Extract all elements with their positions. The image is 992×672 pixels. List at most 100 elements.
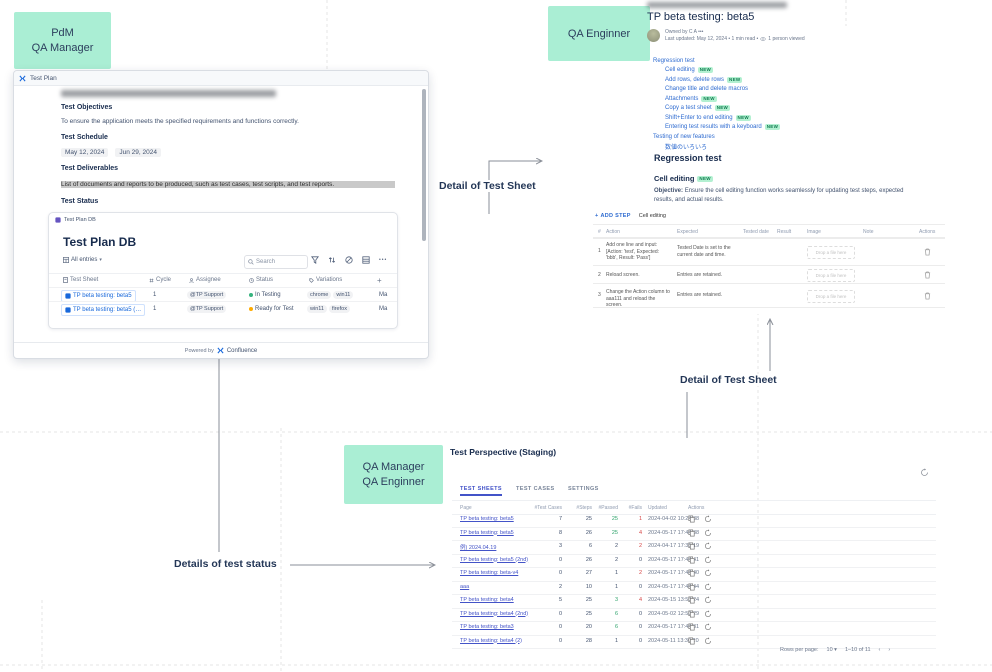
copy-icon[interactable] <box>688 583 695 591</box>
test-plan-window: Test Plan Test Objectives To ensure the … <box>13 70 429 359</box>
page-link[interactable]: TP beta testing: beta5 <box>460 529 514 536</box>
role-line: PdM <box>51 27 74 39</box>
sheet-name: Cell editing <box>638 213 666 219</box>
scrollbar[interactable] <box>422 89 426 241</box>
trash-icon[interactable] <box>924 248 931 256</box>
page-link[interactable]: TP beta testing: beta5 (2nd) <box>460 556 529 563</box>
toc-link[interactable]: 数値のいろいろ <box>665 144 708 151</box>
col-test-cases[interactable]: #Test Cases <box>534 505 562 511</box>
confluence-icon <box>19 75 26 81</box>
more-options-button[interactable]: ••• <box>379 257 388 263</box>
add-column-button[interactable]: + <box>377 276 382 285</box>
page-link[interactable]: TP beta testing: beta3 <box>460 624 514 630</box>
page-link[interactable]: TP beta testing: beta4 (2) <box>460 637 522 644</box>
prev-page-button[interactable]: ‹ <box>878 647 881 653</box>
step-action: Add one line and input: [Action: 'test',… <box>606 242 660 261</box>
toc-link[interactable]: Add rows, delete rows <box>665 76 725 83</box>
col-page[interactable]: Page <box>460 505 472 511</box>
column-test-sheet[interactable]: Test Sheet <box>63 277 98 283</box>
toc-link[interactable]: Attachments <box>665 95 699 102</box>
step-num: 1 <box>598 248 601 254</box>
column-status[interactable]: Status <box>249 277 273 283</box>
clock-icon <box>249 277 254 283</box>
copy-icon[interactable] <box>688 529 695 537</box>
avatar[interactable] <box>647 29 660 42</box>
objectives-heading: Test Objectives <box>61 104 113 111</box>
col-image: Image <box>807 229 821 235</box>
toc-link[interactable]: Entering test results with a keyboard <box>665 124 762 131</box>
refresh-icon[interactable] <box>920 468 929 477</box>
chart-icon[interactable] <box>345 256 353 264</box>
end-date-pill[interactable]: Jun 29, 2024 <box>115 148 161 157</box>
column-assignee[interactable]: Assignee <box>189 277 221 283</box>
rows-per-page-select[interactable]: 10 ▾ <box>826 647 837 653</box>
toc-link[interactable]: Cell editing <box>665 67 695 74</box>
updated-value: 2024-04-17 17:35:19 <box>648 543 700 549</box>
tab-test-sheets[interactable]: TEST SHEETS <box>460 486 502 496</box>
start-date-pill[interactable]: May 12, 2024 <box>61 148 109 157</box>
tab-settings[interactable]: SETTINGS <box>568 486 599 492</box>
refresh-icon[interactable] <box>704 515 712 523</box>
refresh-icon[interactable] <box>704 596 712 604</box>
col-updated[interactable]: Updated <box>648 505 667 511</box>
powered-by-footer: Powered by Confluence <box>14 342 428 358</box>
trash-icon[interactable] <box>924 271 931 279</box>
copy-icon[interactable] <box>688 596 695 604</box>
copy-icon[interactable] <box>688 637 695 645</box>
trash-icon[interactable] <box>924 292 931 300</box>
test-perspective-panel: Test Perspective (Staging) TEST SHEETS T… <box>450 444 938 666</box>
column-variations[interactable]: Variations <box>309 277 342 283</box>
copy-icon[interactable] <box>688 610 695 618</box>
page-link[interactable]: TP beta testing: beta4 <box>460 597 514 603</box>
refresh-icon[interactable] <box>704 555 712 564</box>
add-step-button[interactable]: +ADD STEP <box>595 213 631 219</box>
refresh-icon[interactable] <box>704 542 712 550</box>
copy-icon[interactable] <box>688 556 695 564</box>
page-link[interactable]: TP beta testing: beta5 <box>460 516 514 522</box>
copy-icon[interactable] <box>688 542 695 550</box>
toc-link[interactable]: Copy a test sheet <box>665 105 712 112</box>
image-drop-zone[interactable]: Drop a file here <box>807 246 855 259</box>
staging-title: Test Perspective (Staging) <box>450 447 557 457</box>
col-steps[interactable]: #Steps <box>576 505 592 511</box>
image-drop-zone[interactable]: Drop a file here <box>807 269 855 282</box>
cases-value: 5 <box>558 597 562 603</box>
image-drop-zone[interactable]: Drop a file here <box>807 290 855 303</box>
page-link[interactable]: 例) 2024.04.19 <box>460 545 497 551</box>
test-sheet-link[interactable]: TP beta testing: beta5 (… <box>61 304 146 316</box>
refresh-icon[interactable] <box>704 582 712 591</box>
role-line: QA Manager <box>362 461 425 473</box>
new-badge: NEW <box>697 67 714 74</box>
refresh-icon[interactable] <box>704 569 712 577</box>
toc-link[interactable]: Shift+Enter to end editing <box>665 114 733 121</box>
refresh-icon[interactable] <box>704 636 712 645</box>
page-link[interactable]: TP beta testing: beta4 (2nd) <box>460 610 529 617</box>
refresh-icon[interactable] <box>704 623 712 631</box>
grid-view-icon[interactable] <box>362 256 370 264</box>
next-page-button[interactable]: › <box>888 647 891 653</box>
col-passed[interactable]: #Passed <box>598 505 618 511</box>
table-row: TP beta testing: beta5 7 25 25 1 2024-04… <box>452 513 936 528</box>
page-link[interactable]: aaa <box>460 583 470 590</box>
copy-icon[interactable] <box>688 623 695 631</box>
toc-link[interactable]: Change title and delete macros <box>665 86 749 93</box>
copy-icon[interactable] <box>688 515 695 523</box>
steps-value: 25 <box>585 516 592 522</box>
filter-icon[interactable] <box>311 256 319 264</box>
search-input[interactable]: Search <box>244 255 308 269</box>
step-num: 3 <box>598 292 601 298</box>
toc-link[interactable]: Regression test <box>653 57 695 64</box>
entries-filter-dropdown[interactable]: All entries ▾ <box>63 257 102 263</box>
toc-link[interactable]: Testing of new features <box>653 133 715 140</box>
page-link[interactable]: TP beta testing: beta-v4 <box>460 570 519 576</box>
column-cycle[interactable]: Cycle <box>149 277 171 283</box>
updated-value: 2024-05-17 17:44:38 <box>648 529 700 536</box>
refresh-icon[interactable] <box>704 528 712 537</box>
copy-icon[interactable] <box>688 569 695 577</box>
db-row: TP beta testing: beta5 (… 1 @TP Support … <box>49 301 397 316</box>
refresh-icon[interactable] <box>704 609 712 618</box>
sort-icon[interactable] <box>328 256 336 264</box>
col-fails[interactable]: #Fails <box>628 505 642 511</box>
tab-test-cases[interactable]: TEST CASES <box>516 486 555 492</box>
